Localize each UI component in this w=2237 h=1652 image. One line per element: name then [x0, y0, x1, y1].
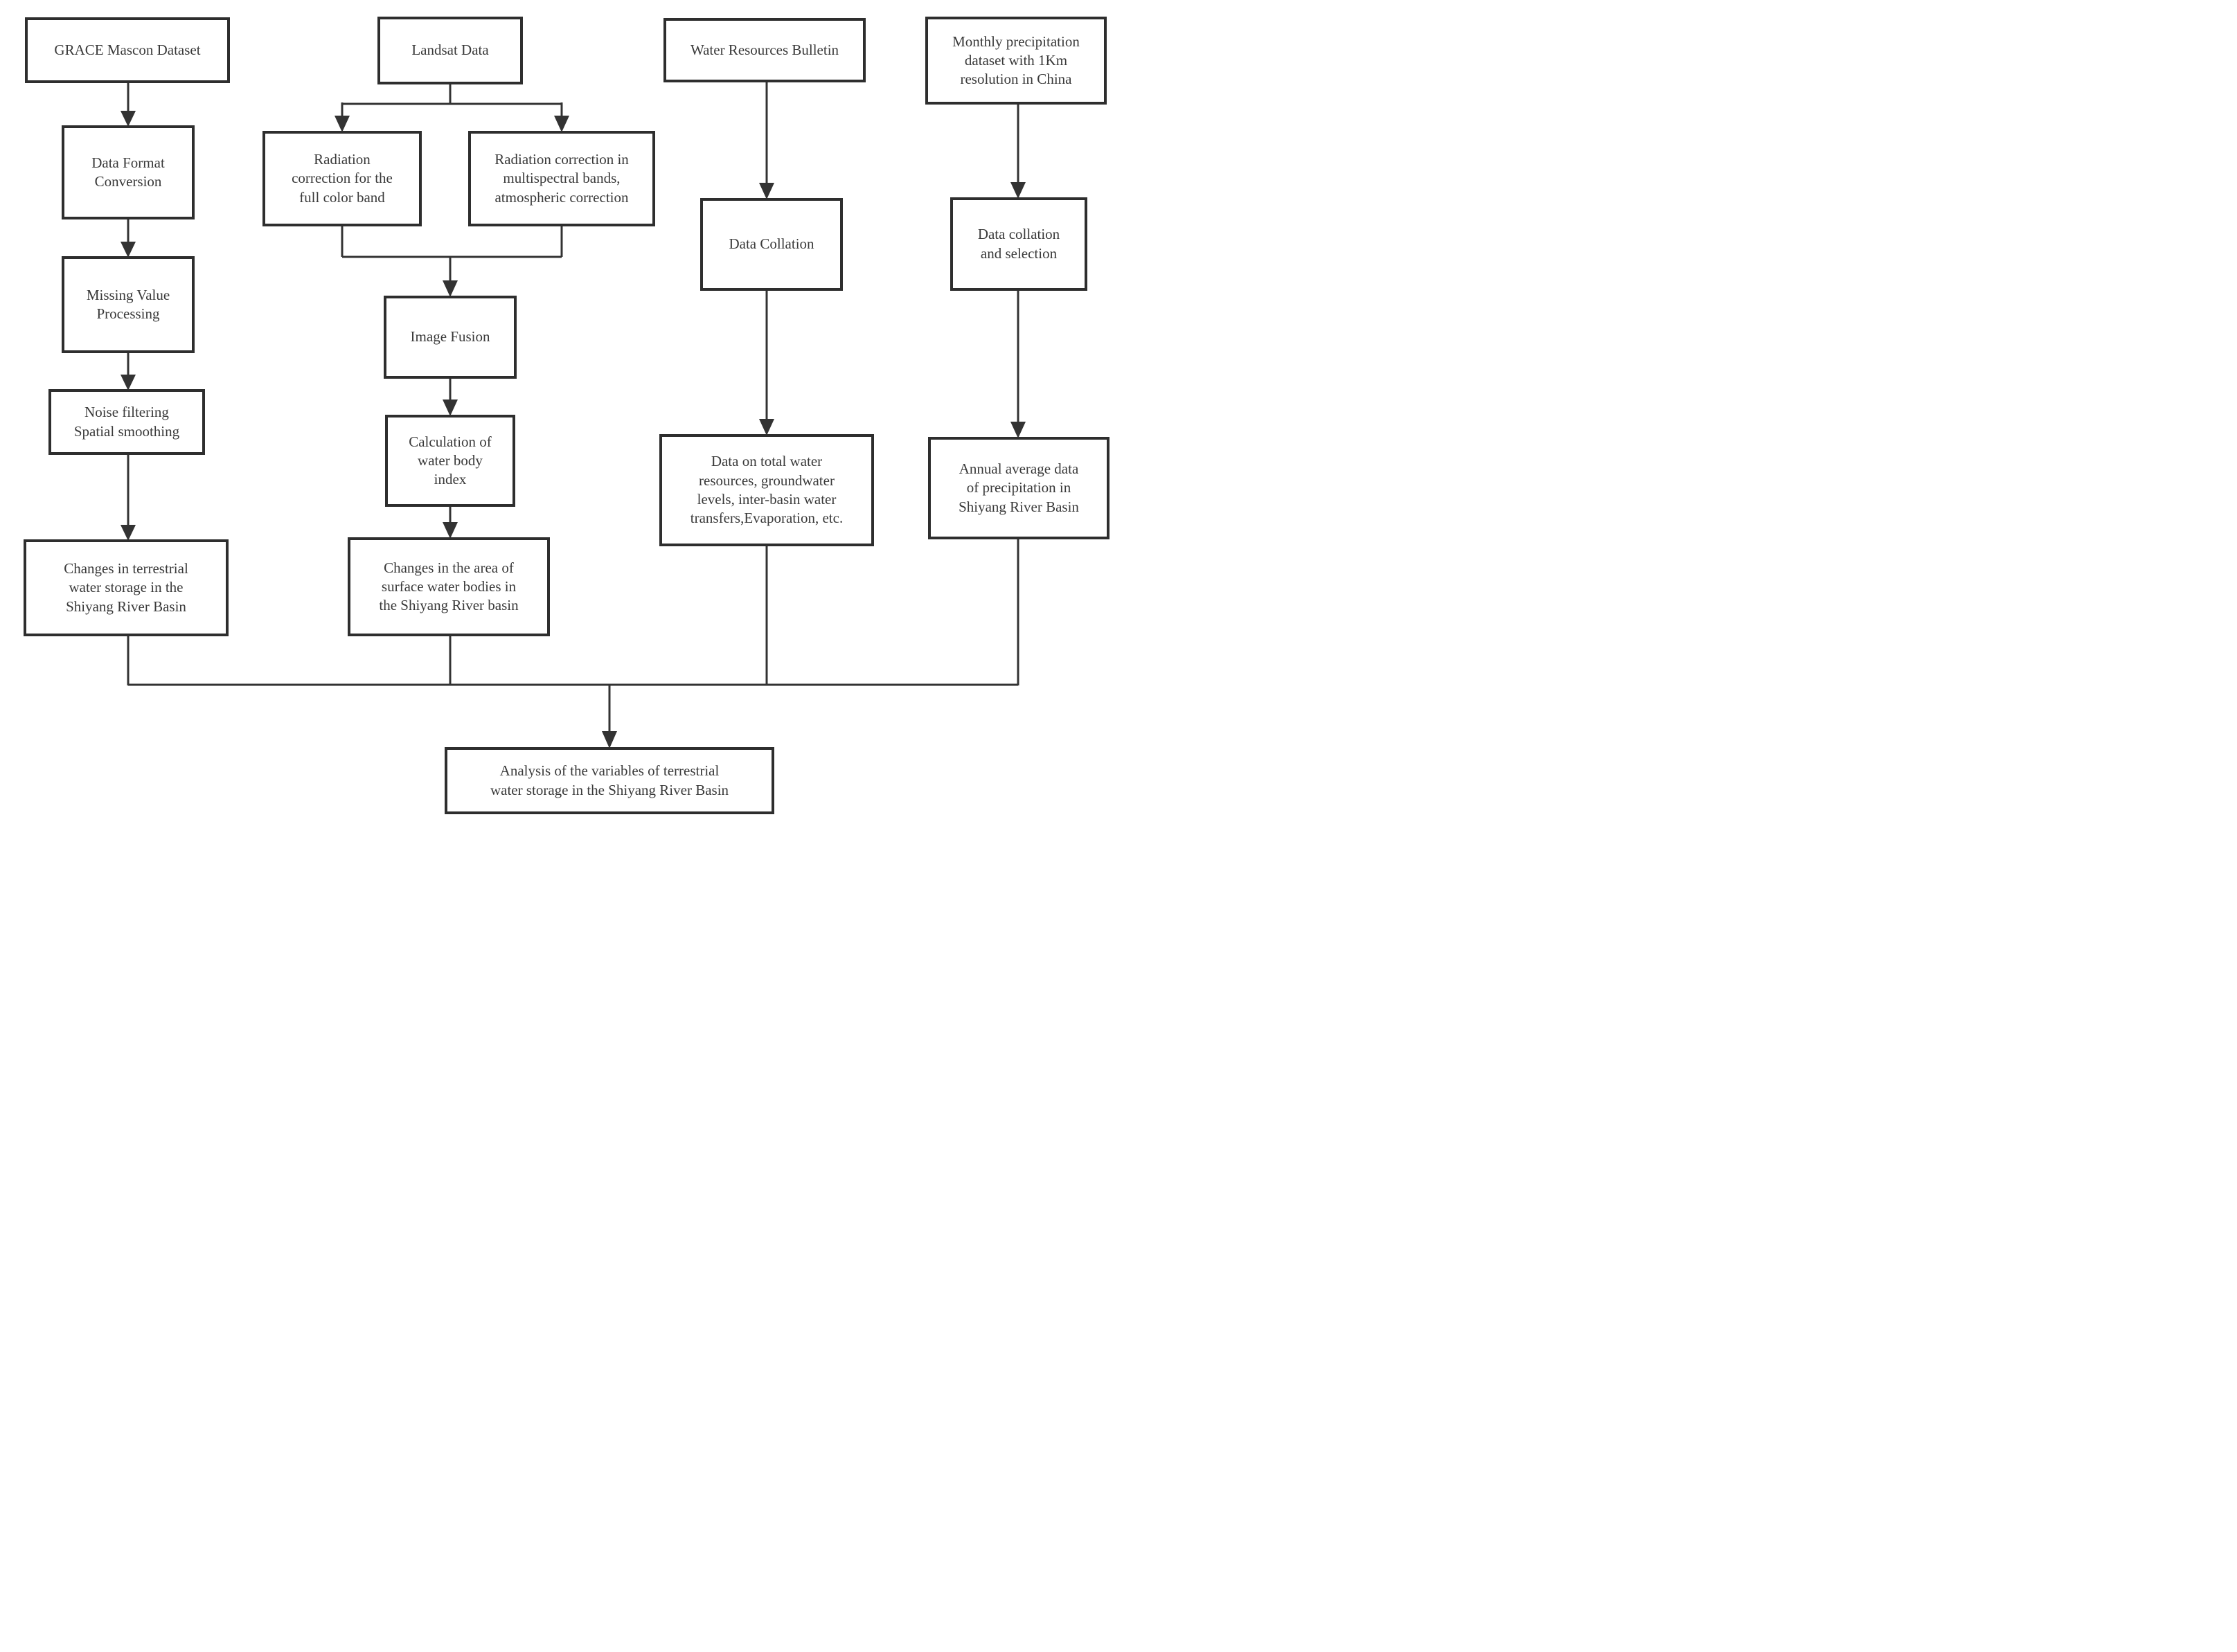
node-missing-value-processing: Missing Value Processing: [62, 256, 195, 353]
node-data-collation-and-selection: Data collation and selection: [950, 197, 1087, 291]
node-grace-mascon-dataset: GRACE Mascon Dataset: [25, 17, 230, 83]
edge-landsat-merge: [341, 226, 563, 685]
node-water-resources-bulletin: Water Resources Bulletin: [663, 18, 866, 82]
edge-bulletin-chain: [759, 82, 774, 685]
node-water-body-index-calculation: Calculation of water body index: [385, 415, 515, 507]
node-radiation-correction-multispectral: Radiation correction in multispectral ba…: [468, 131, 655, 226]
node-annual-precipitation-data: Annual average data of precipitation in …: [928, 437, 1109, 539]
node-data-format-conversion: Data Format Conversion: [62, 125, 195, 219]
flowchart-canvas: GRACE Mascon Dataset Data Format Convers…: [0, 0, 1118, 826]
connector-edges: [121, 82, 1026, 748]
node-image-fusion: Image Fusion: [384, 296, 517, 379]
edge-final-merge: [128, 683, 1018, 748]
node-monthly-precipitation-dataset: Monthly precipitation dataset with 1Km r…: [925, 17, 1107, 105]
node-landsat-data: Landsat Data: [377, 17, 523, 84]
edge-grace-chain: [121, 83, 136, 685]
edge-precipitation-chain: [1010, 105, 1026, 685]
node-data-collation: Data Collation: [700, 198, 843, 291]
edge-landsat-split: [335, 84, 569, 132]
node-surface-water-area-changes: Changes in the area of surface water bod…: [348, 537, 550, 636]
node-water-totals-data: Data on total water resources, groundwat…: [659, 434, 874, 546]
node-terrestrial-water-storage-changes: Changes in terrestrial water storage in …: [24, 539, 229, 636]
node-radiation-correction-full-color: Radiation correction for the full color …: [262, 131, 422, 226]
node-analysis-terrestrial-water-storage: Analysis of the variables of terrestrial…: [445, 747, 774, 814]
node-noise-filtering-spatial-smoothing: Noise filtering Spatial smoothing: [48, 389, 205, 455]
